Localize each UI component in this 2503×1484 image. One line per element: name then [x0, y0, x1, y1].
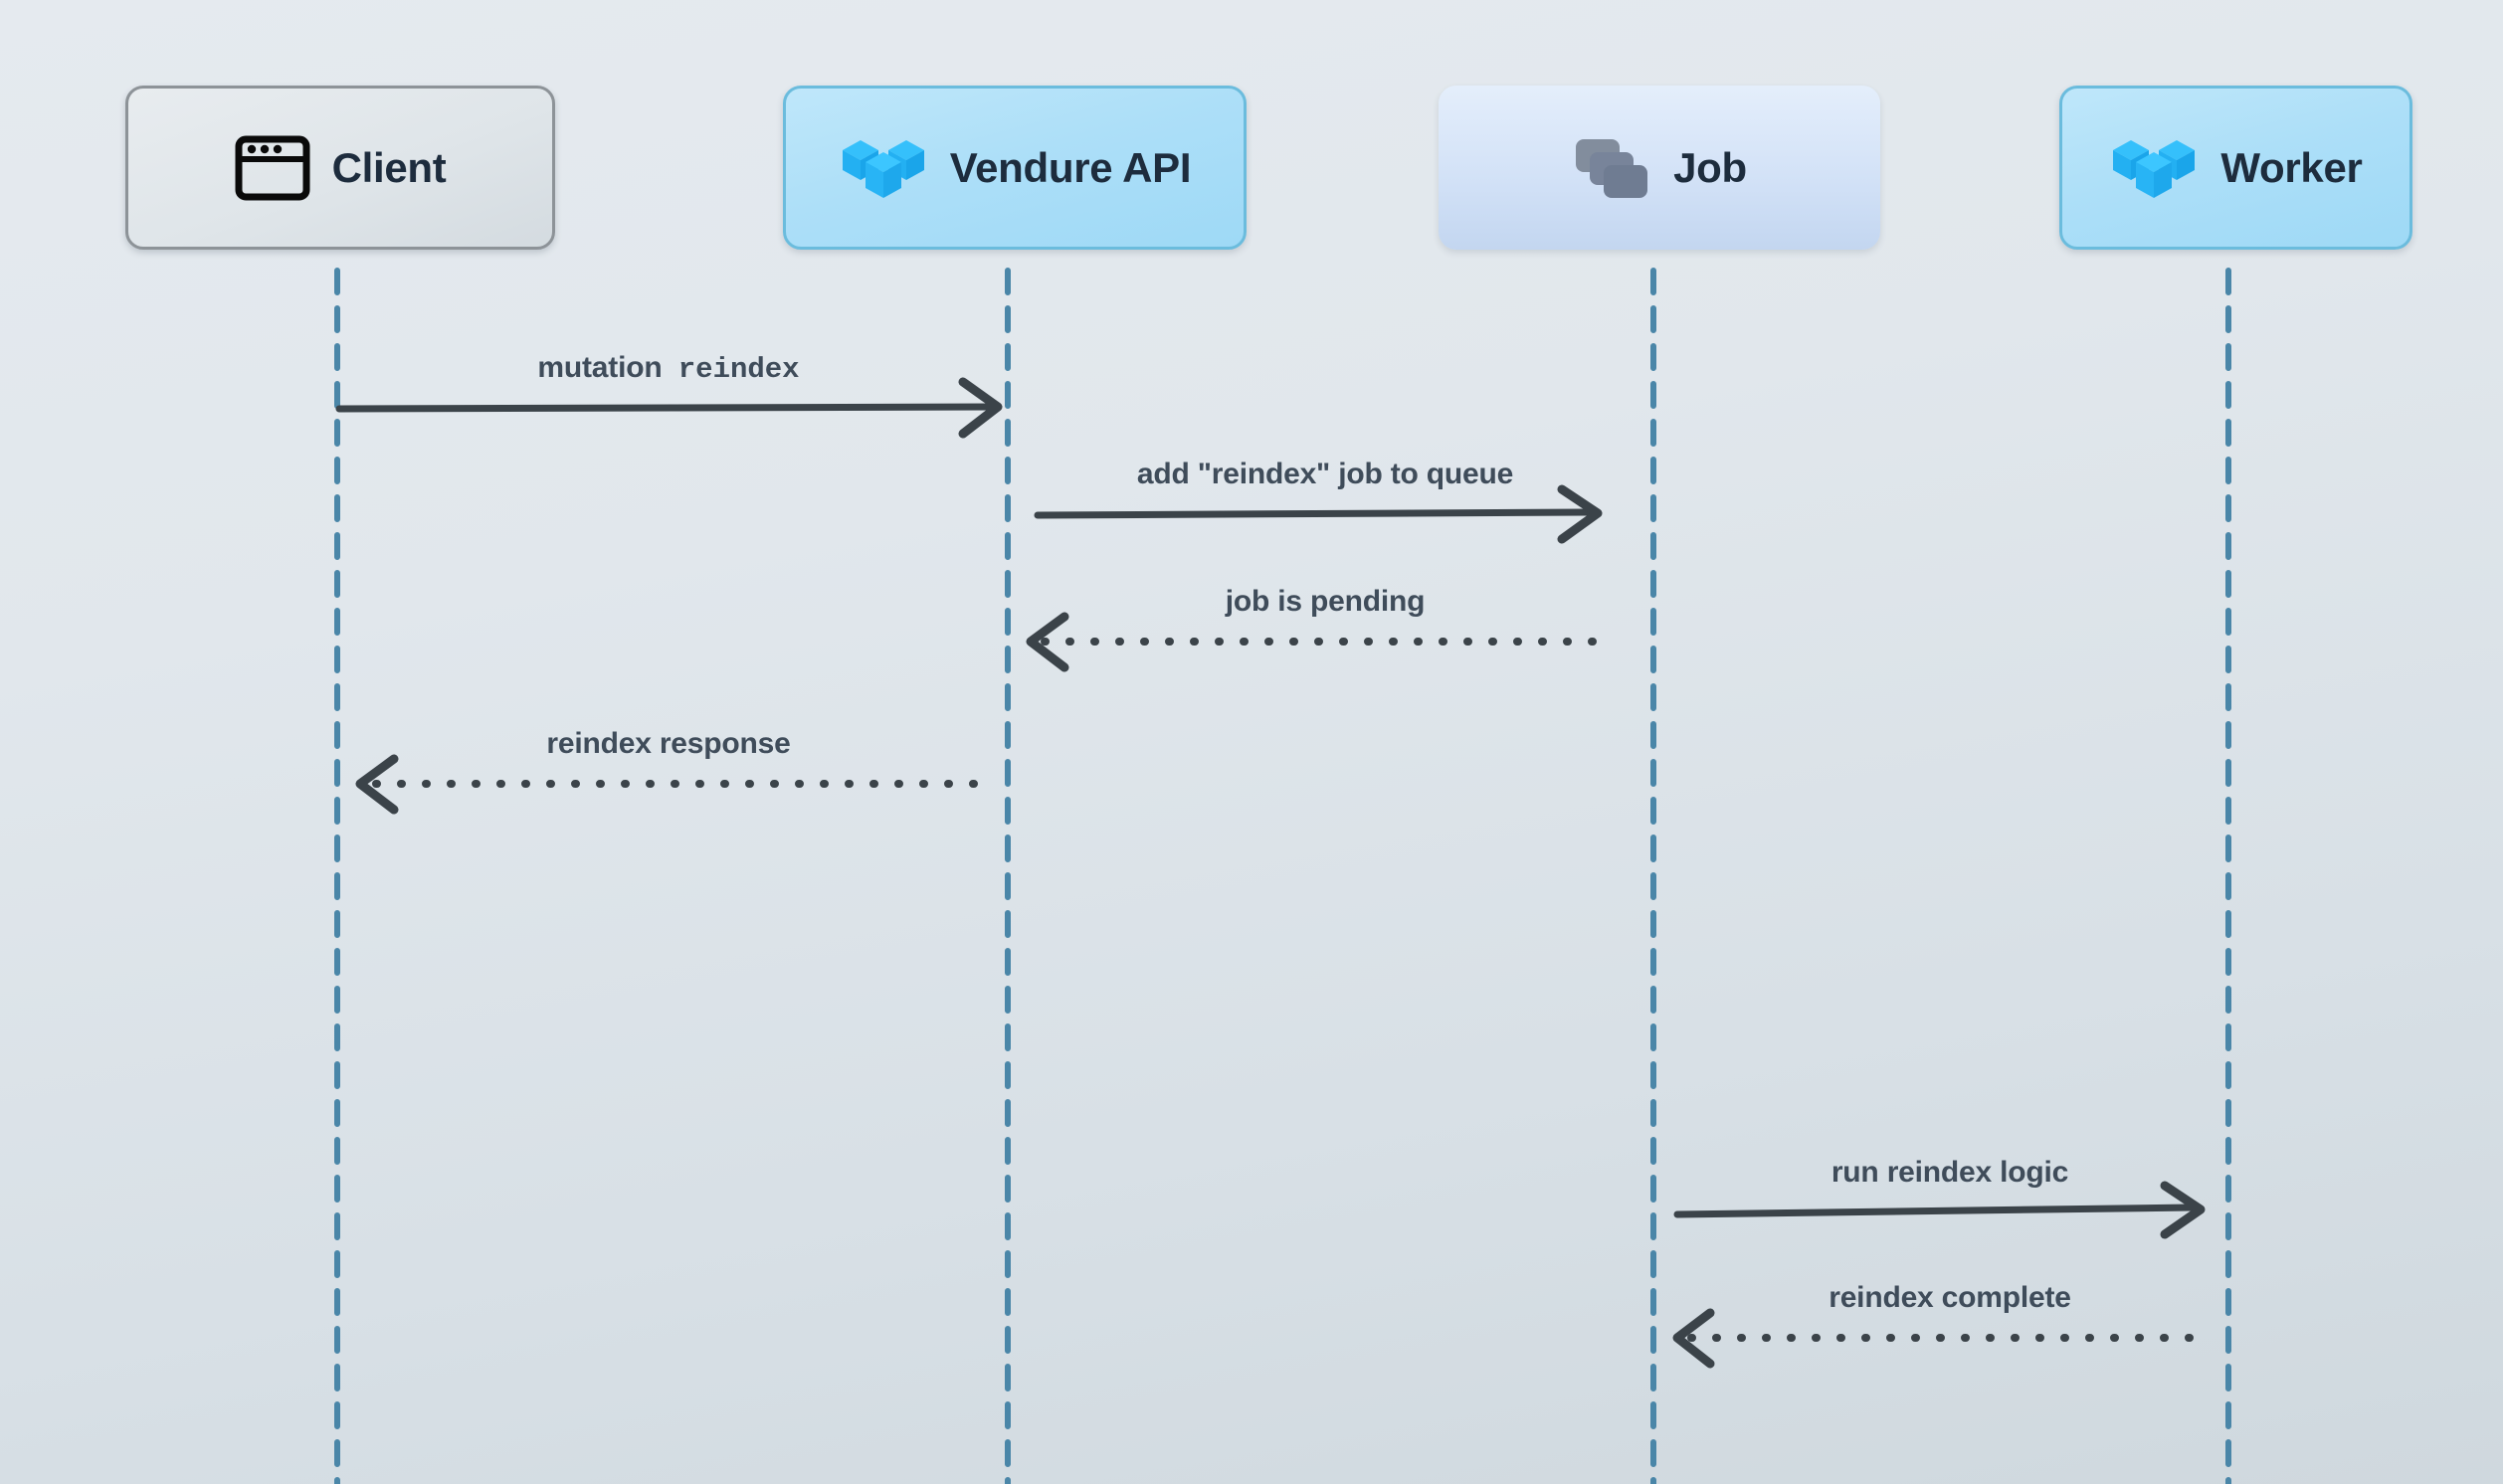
vendure-cubes-logo-icon	[2109, 132, 2199, 204]
participant-label-worker: Worker	[2220, 143, 2363, 191]
participant-label-job: Job	[1673, 143, 1747, 191]
message-arrow-reindex-response	[355, 754, 991, 815]
participant-box-client[interactable]: Client	[125, 86, 555, 250]
message-label-reindex-complete: reindex complete	[1829, 1281, 2071, 1314]
participant-box-job[interactable]: Job	[1439, 86, 1880, 250]
message-label-job-is-pending: job is pending	[1225, 585, 1426, 618]
participant-label-client: Client	[331, 143, 447, 191]
message-label-text-code: reindex	[677, 353, 800, 386]
message-label-mutation-reindex: mutation reindex	[537, 351, 799, 386]
message-arrow-job-is-pending	[1026, 612, 1616, 672]
message-label-add-reindex-job-to-queue: add "reindex" job to queue	[1136, 458, 1514, 490]
message-label-text-plain: mutation	[537, 351, 663, 384]
message-arrow-add-reindex-job-to-queue	[1034, 484, 1603, 544]
participant-label-vendure-api: Vendure API	[949, 143, 1192, 191]
message-label-reindex-response: reindex response	[546, 727, 791, 760]
lifelines	[334, 268, 2231, 1484]
message-label-run-reindex-logic: run reindex logic	[1830, 1156, 2069, 1189]
participant-box-vendure-api[interactable]: Vendure API	[783, 86, 1247, 250]
browser-window-icon	[235, 135, 310, 201]
message-arrow-mutation-reindex	[335, 377, 1003, 439]
vendure-cubes-logo-icon	[839, 132, 928, 204]
stacked-cards-icon	[1572, 133, 1651, 203]
participant-box-worker[interactable]: Worker	[2059, 86, 2412, 250]
message-arrow-run-reindex-logic	[1673, 1181, 2206, 1239]
message-arrow-reindex-complete	[1672, 1308, 2199, 1369]
